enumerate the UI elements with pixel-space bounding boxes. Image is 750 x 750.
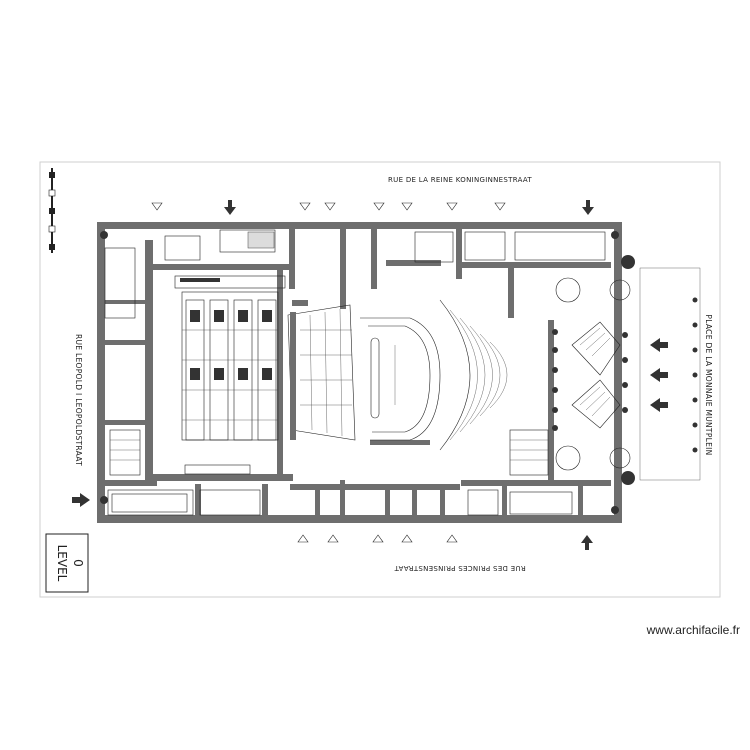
service-rooms bbox=[104, 229, 606, 516]
foyer-columns bbox=[552, 329, 628, 431]
grand-staircase bbox=[555, 277, 631, 471]
scale-bar bbox=[48, 168, 56, 253]
stage-front bbox=[287, 304, 356, 441]
sheet-frame bbox=[39, 161, 721, 598]
stage-machinery bbox=[174, 275, 286, 475]
level-label: LEVEL bbox=[55, 545, 69, 582]
east-entrance-arrows bbox=[650, 338, 668, 412]
level-number: 0 bbox=[71, 559, 85, 567]
street-label-north: RUE DE LA REINE KONINGINNESTRAAT bbox=[388, 176, 532, 184]
south-entrance-arrows bbox=[297, 534, 593, 550]
facade-columns bbox=[100, 231, 635, 514]
auditorium bbox=[360, 317, 441, 441]
street-label-east: PLACE DE LA MONNAIE MUNTPLEIN bbox=[704, 314, 713, 455]
seating-fan bbox=[439, 299, 508, 451]
building-walls bbox=[97, 222, 622, 523]
level-box: LEVEL 0 bbox=[45, 533, 89, 593]
watermark-text: www.archifacile.fr bbox=[646, 623, 740, 637]
west-entrance-arrow bbox=[72, 493, 90, 507]
north-entrance-arrows bbox=[151, 200, 594, 215]
portico bbox=[639, 267, 701, 481]
street-label-west: RUE LEOPOLD I LEOPOLDSTRAAT bbox=[74, 334, 83, 466]
street-label-south: RUE DES PRINCES PRINSENSTRAAT bbox=[394, 564, 526, 572]
